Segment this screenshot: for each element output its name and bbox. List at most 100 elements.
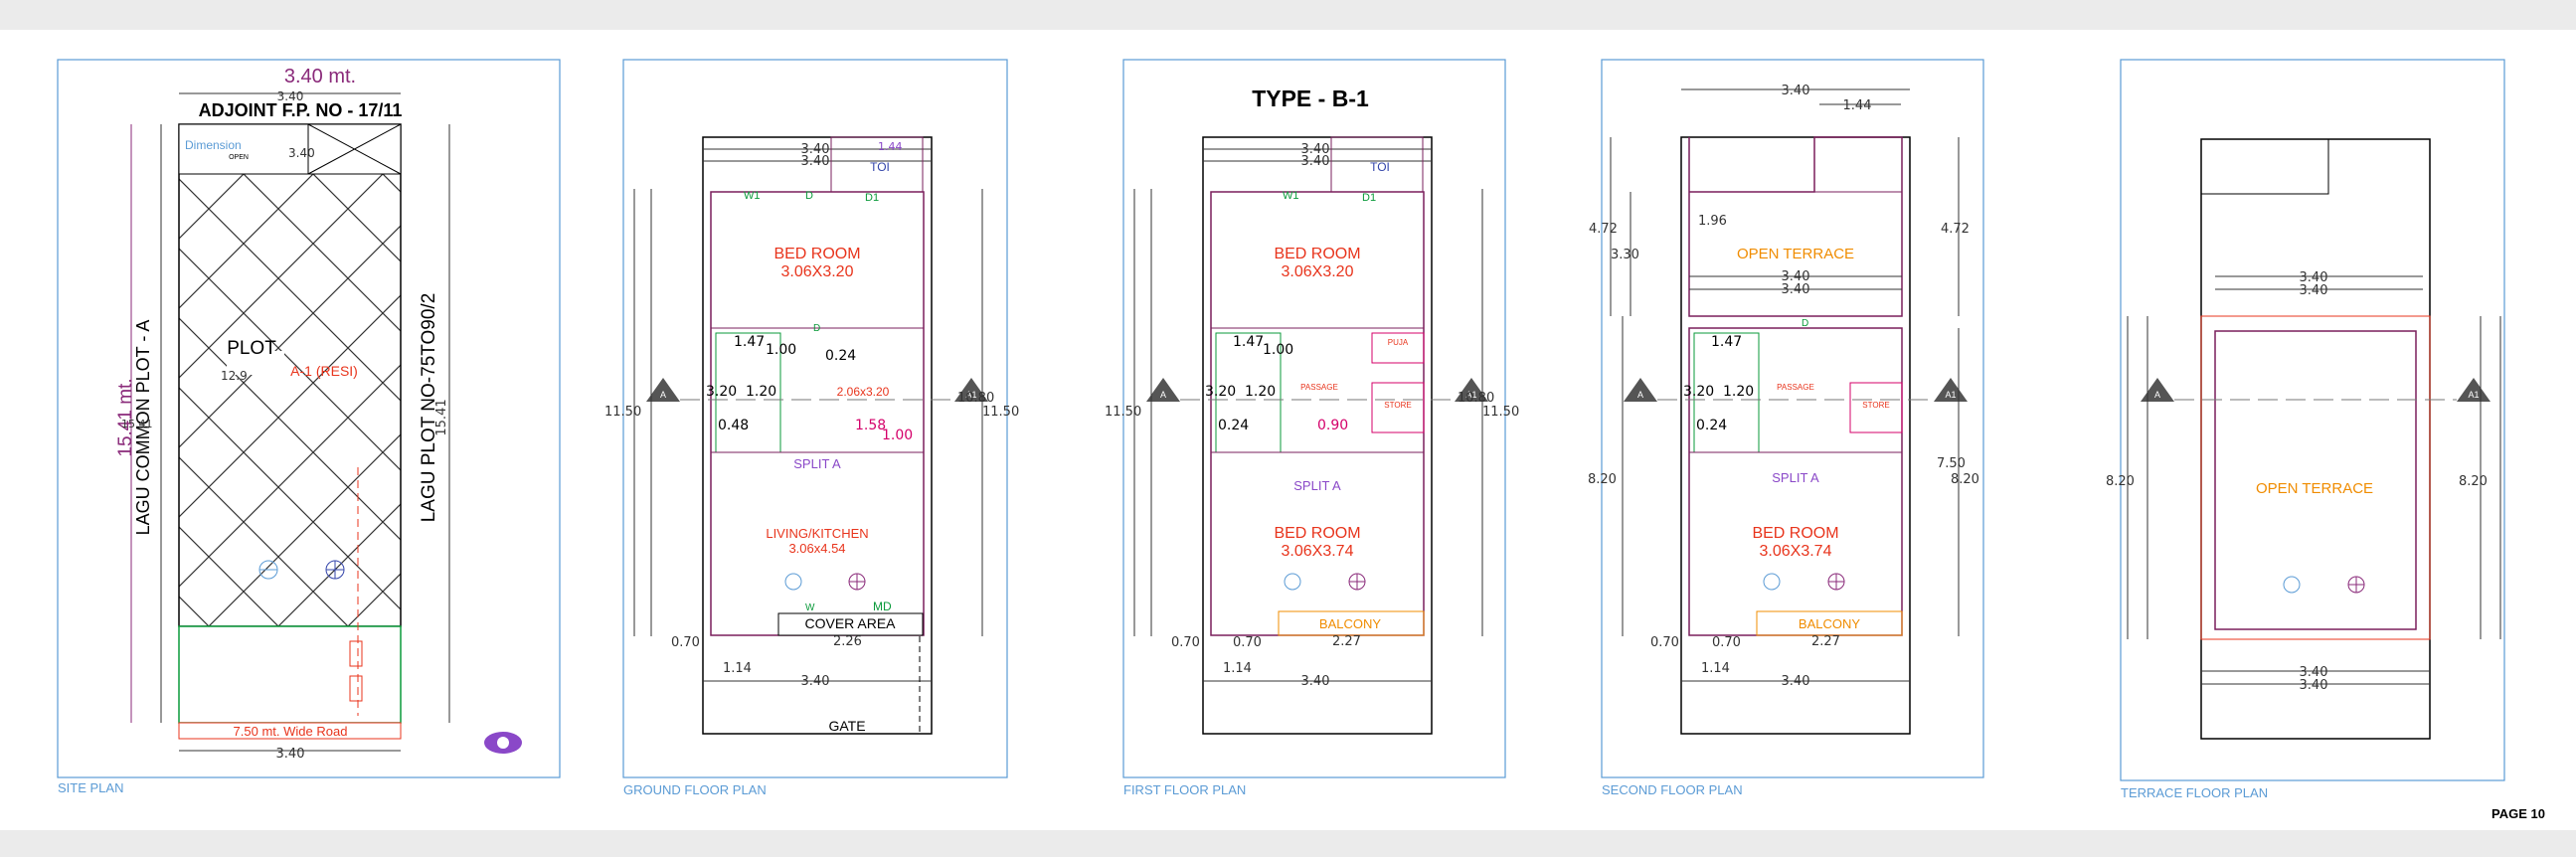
ff-toilet: TOI xyxy=(1370,160,1390,174)
ff-width-top: 3.40 xyxy=(1301,142,1330,157)
site-inner-width: 3.40 xyxy=(288,146,315,160)
second-floor-frame xyxy=(1601,59,1984,778)
sf-side-width: 1.14 xyxy=(1701,661,1730,676)
terrace-floor-plan: TERRACE FLOOR PLAN 3.40 3.40 OPEN TERRAC… xyxy=(2106,59,2505,800)
ff-split: SPLIT A xyxy=(1293,478,1341,493)
site-width-dim: 3.40 xyxy=(277,89,304,103)
tf-len-right: 8.20 xyxy=(2459,474,2488,489)
gf-living-size: 3.06x4.54 xyxy=(788,541,845,556)
gf-setback-left: 0.70 xyxy=(671,635,700,650)
ff-width-bottom: 3.40 xyxy=(1301,674,1330,689)
svg-text:1.00: 1.00 xyxy=(766,342,796,358)
svg-text:12.9: 12.9 xyxy=(221,369,248,383)
gf-width-bottom: 3.40 xyxy=(801,674,830,689)
tf-len-left: 8.20 xyxy=(2106,474,2135,489)
sf-terrace-dim: 1.96 xyxy=(1698,214,1727,229)
sf-setback-left: 0.70 xyxy=(1650,635,1679,650)
first-floor-frame xyxy=(1122,59,1506,778)
road-label: 7.50 mt. Wide Road xyxy=(234,724,348,739)
svg-text:0.24: 0.24 xyxy=(1218,418,1249,433)
type-title: TYPE - B-1 xyxy=(1252,86,1369,111)
gf-len-right: 11.50 xyxy=(982,405,1019,420)
svg-text:1.58: 1.58 xyxy=(855,418,886,433)
plot-hatch xyxy=(178,123,402,627)
svg-text:0.48: 0.48 xyxy=(718,418,749,433)
site-plan: SITE PLAN 3.40 mt. 3.40 ADJOINT F.P. NO … xyxy=(57,59,561,795)
road-strip xyxy=(178,722,402,740)
tf-open-terrace: OPEN TERRACE xyxy=(2256,480,2373,497)
sf-len-472: 4.72 xyxy=(1589,222,1618,237)
gf-bedroom: BED ROOM xyxy=(773,246,860,262)
svg-text:1.20: 1.20 xyxy=(1723,384,1754,400)
ff-bedroom1: BED ROOM xyxy=(1274,246,1360,262)
left-plot-label: LAGU COMMON PLOT - A xyxy=(133,320,153,536)
ff-passage: PASSAGE xyxy=(1300,383,1338,392)
sf-balcony-width: 2.27 xyxy=(1811,634,1840,649)
ff-side-width: 1.14 xyxy=(1223,661,1252,676)
site-sub-label: Dimension xyxy=(185,138,242,152)
gf-window-front: W xyxy=(805,602,815,613)
ff-bedroom2: BED ROOM xyxy=(1274,525,1360,542)
ff-window: W1 xyxy=(1283,190,1299,202)
ff-bedroom1-size: 3.06X3.20 xyxy=(1282,263,1354,280)
svg-text:1.20: 1.20 xyxy=(1245,384,1276,400)
sf-len-472-right: 4.72 xyxy=(1941,222,1970,237)
gf-door-stair: D xyxy=(813,323,820,334)
sf-passage: PASSAGE xyxy=(1777,383,1814,392)
sf-width-bottom: 3.40 xyxy=(1782,674,1810,689)
tf-width-bottom2: 3.40 xyxy=(2300,678,2328,693)
gf-living: LIVING/KITCHEN xyxy=(766,526,868,541)
svg-text:0.90: 0.90 xyxy=(1317,418,1348,433)
sf-balcony: BALCONY xyxy=(1799,616,1860,631)
tf-fan-icon xyxy=(2283,576,2301,594)
first-floor-caption: FIRST FLOOR PLAN xyxy=(1123,782,1246,797)
site-length-mt: 15.41 mt. xyxy=(115,378,136,456)
gf-len-right-in: 10.80 xyxy=(957,391,994,406)
gf-door1: D1 xyxy=(865,192,879,204)
ff-door1: D1 xyxy=(1362,192,1376,204)
tf-width-top: 3.40 xyxy=(2300,270,2328,285)
terrace-floor-caption: TERRACE FLOOR PLAN xyxy=(2121,785,2268,800)
svg-text:A: A xyxy=(1637,390,1643,400)
ff-section-marker-a xyxy=(1146,378,1180,402)
gf-cover-area: COVER AREA xyxy=(804,615,896,631)
svg-text:1.47: 1.47 xyxy=(1711,334,1742,350)
gf-door: D xyxy=(805,190,813,202)
sf-store: STORE xyxy=(1862,401,1889,410)
gf-section-marker-a1 xyxy=(954,378,988,402)
first-floor-plan: FIRST FLOOR PLAN TYPE - B-1 3.40 3.40 TO… xyxy=(1105,59,1519,797)
right-plot-label: LAGU PLOT NO-75TO90/2 xyxy=(419,293,439,523)
svg-text:1.47: 1.47 xyxy=(734,334,765,350)
gf-window: W1 xyxy=(744,190,761,202)
ff-len-right: 11.50 xyxy=(1482,405,1519,420)
ff-fan-icon xyxy=(1284,573,1301,591)
svg-text:A: A xyxy=(2154,390,2160,400)
tf-width-top2: 3.40 xyxy=(2300,283,2328,298)
svg-text:0.24: 0.24 xyxy=(825,348,856,364)
sf-section-marker-a xyxy=(1624,378,1657,402)
site-length-small: 15.41 xyxy=(121,418,153,430)
tf-section-marker-a xyxy=(2141,378,2174,402)
sf-split: SPLIT A xyxy=(1772,470,1819,485)
svg-text:1.20: 1.20 xyxy=(746,384,776,400)
ff-len-right-in: 10.80 xyxy=(1458,391,1494,406)
svg-text:A: A xyxy=(1160,390,1166,400)
sf-setback-left2: 0.70 xyxy=(1712,635,1741,650)
sf-bedroom-size: 3.06X3.74 xyxy=(1760,543,1832,560)
plot-code: A-1 (RESI) xyxy=(290,363,358,379)
gf-toilet: TOI xyxy=(870,160,890,174)
ff-len-left: 11.50 xyxy=(1105,405,1141,420)
sf-top-width2: 1.44 xyxy=(1843,98,1872,113)
svg-text:1.00: 1.00 xyxy=(882,428,913,443)
svg-text:3.20: 3.20 xyxy=(1205,384,1236,400)
sheet-paper xyxy=(0,30,2576,830)
gf-fan-icon xyxy=(784,573,802,591)
ground-floor-caption: GROUND FLOOR PLAN xyxy=(623,782,767,797)
gf-gate: GATE xyxy=(828,718,865,734)
gf-width-top: 3.40 xyxy=(801,142,830,157)
site-plan-caption: SITE PLAN xyxy=(58,780,123,795)
page-number: PAGE 10 xyxy=(2491,806,2545,821)
gf-bedroom-size: 3.06X3.20 xyxy=(781,263,854,280)
gf-side-width: 1.14 xyxy=(723,661,752,676)
ff-section-marker-a1 xyxy=(1455,378,1488,402)
